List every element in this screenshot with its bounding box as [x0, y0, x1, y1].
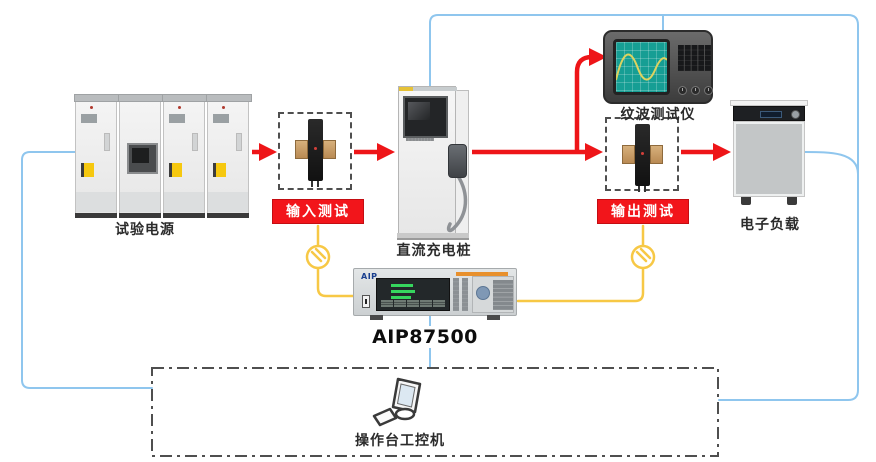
electronic-load: [730, 100, 808, 205]
power-analyzer-aip87500: AIP: [353, 268, 517, 320]
probe-symbol-output: [630, 244, 656, 270]
output-test-tag: 输出测试: [597, 199, 689, 224]
load-knob: [791, 110, 800, 119]
load-front-panel: [733, 106, 805, 121]
analyzer-power-switch: [362, 295, 370, 308]
charger-label: 直流充电桩: [396, 243, 472, 259]
load-vent-grille: [733, 121, 805, 197]
yellow-line-output-to-analyzer: [516, 224, 645, 303]
input-test-tag: 输入测试: [272, 199, 364, 224]
load-display: [760, 111, 782, 118]
red-arrow-branch-to-ripple: [574, 48, 607, 150]
charging-gun-holster-icon: [448, 144, 467, 178]
shunt-sensor-icon: [295, 119, 336, 187]
analyzer-keypad: [472, 276, 514, 313]
yellow-line-input-to-analyzer: [316, 224, 356, 298]
output-test-box: [605, 117, 679, 192]
computer-icon: [372, 377, 422, 427]
analyzer-display: [376, 278, 450, 311]
blue-line-load-to-right: [804, 151, 859, 175]
power-cabinet-hmi: [118, 94, 164, 218]
power-source-label: 试验电源: [115, 222, 175, 238]
console-label: 操作台工控机: [355, 433, 445, 449]
oscilloscope-knob: [704, 86, 713, 95]
shunt-sensor-icon: [622, 124, 663, 192]
probe-symbol-input: [305, 244, 331, 270]
analyzer-nav-wheel: [476, 286, 490, 300]
analyzer-name-label: AIP87500: [365, 326, 485, 348]
oscilloscope-knob: [691, 86, 700, 95]
oscilloscope-screen: [613, 39, 670, 95]
test-power-source: [74, 93, 253, 218]
oscilloscope-knob: [678, 86, 687, 95]
charging-cable-icon: [446, 174, 468, 233]
input-test-box: [278, 112, 352, 190]
oscilloscope-keypad: [678, 45, 711, 71]
power-cabinet: [74, 94, 120, 218]
analyzer-soft-keys: [453, 278, 468, 311]
ripple-tester-oscilloscope: [603, 30, 713, 104]
dc-charging-pile: [397, 86, 470, 240]
power-cabinet: [206, 94, 252, 218]
power-cabinet: [162, 94, 208, 218]
electronic-load-label: 电子负载: [740, 217, 800, 233]
aip-logo: AIP: [361, 272, 378, 281]
operator-console-pc: [368, 376, 432, 430]
ripple-tester-label: 纹波测试仪: [620, 107, 696, 123]
sine-wave-icon: [616, 53, 667, 81]
